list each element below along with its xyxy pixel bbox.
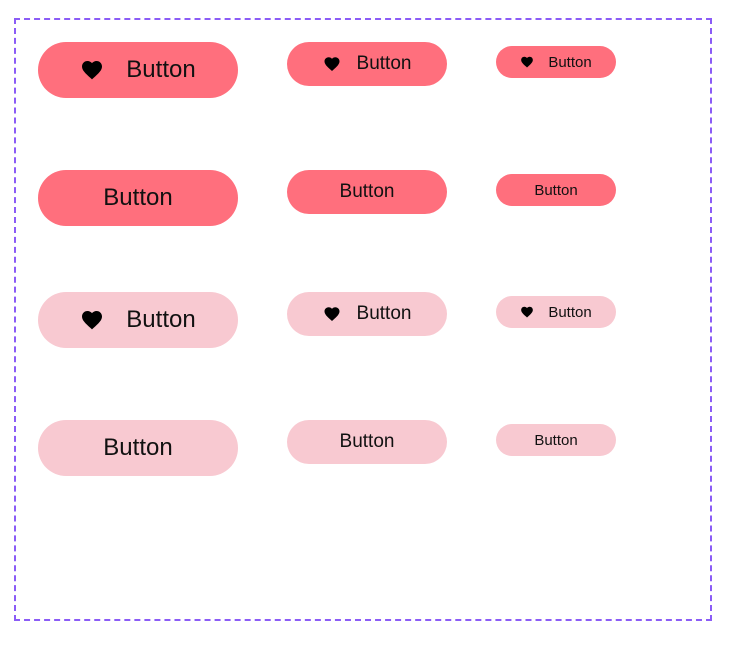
- button-label: Button: [103, 434, 173, 461]
- heart-icon: [80, 308, 104, 332]
- secondary-icon-button-large[interactable]: Button: [38, 292, 238, 348]
- button-label: Button: [534, 431, 578, 449]
- secondary-button-small[interactable]: Button: [496, 424, 616, 456]
- primary-icon-button-small[interactable]: Button: [496, 46, 616, 78]
- primary-button-small[interactable]: Button: [496, 174, 616, 206]
- primary-button-large[interactable]: Button: [38, 170, 238, 226]
- primary-icon-button-large[interactable]: Button: [38, 42, 238, 98]
- button-label: Button: [356, 53, 412, 74]
- button-label: Button: [534, 181, 578, 199]
- button-label: Button: [339, 181, 395, 202]
- heart-icon: [80, 58, 104, 82]
- button-label: Button: [356, 303, 412, 324]
- heart-icon: [323, 305, 341, 323]
- button-label: Button: [548, 53, 592, 71]
- primary-button-medium[interactable]: Button: [287, 170, 447, 214]
- button-label: Button: [339, 431, 395, 452]
- button-label: Button: [126, 306, 196, 333]
- secondary-button-large[interactable]: Button: [38, 420, 238, 476]
- secondary-icon-button-small[interactable]: Button: [496, 296, 616, 328]
- heart-icon: [323, 55, 341, 73]
- heart-icon: [520, 55, 534, 69]
- secondary-icon-button-medium[interactable]: Button: [287, 292, 447, 336]
- button-label: Button: [548, 303, 592, 321]
- button-label: Button: [126, 56, 196, 83]
- component-frame: Button Button Button Button Button Butto…: [14, 18, 712, 621]
- primary-icon-button-medium[interactable]: Button: [287, 42, 447, 86]
- button-label: Button: [103, 184, 173, 211]
- secondary-button-medium[interactable]: Button: [287, 420, 447, 464]
- heart-icon: [520, 305, 534, 319]
